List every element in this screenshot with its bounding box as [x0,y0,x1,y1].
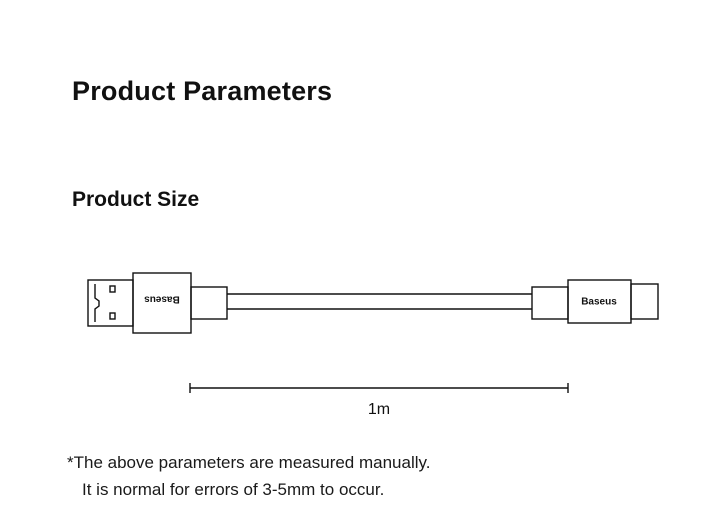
usb-a-plug-inner-line [94,284,100,322]
usb-a-plug-slot-bottom [109,312,116,320]
section-title-product-size: Product Size [72,188,200,211]
length-label: 1m [368,401,390,418]
left-connector-label: Baseus [144,293,180,304]
cable-size-diagram: Baseus Baseus 1m [87,272,659,418]
page-title: Product Parameters [72,76,333,106]
note-error-tolerance: It is normal for errors of 3-5mm to occu… [82,480,385,499]
usb-c-plug [630,283,659,320]
note-measurement: *The above parameters are measured manua… [67,453,431,472]
left-strain-relief [190,286,228,320]
right-strain-relief [531,286,569,320]
usb-a-plug-slot-top [109,285,116,293]
right-connector-label: Baseus [581,297,617,308]
